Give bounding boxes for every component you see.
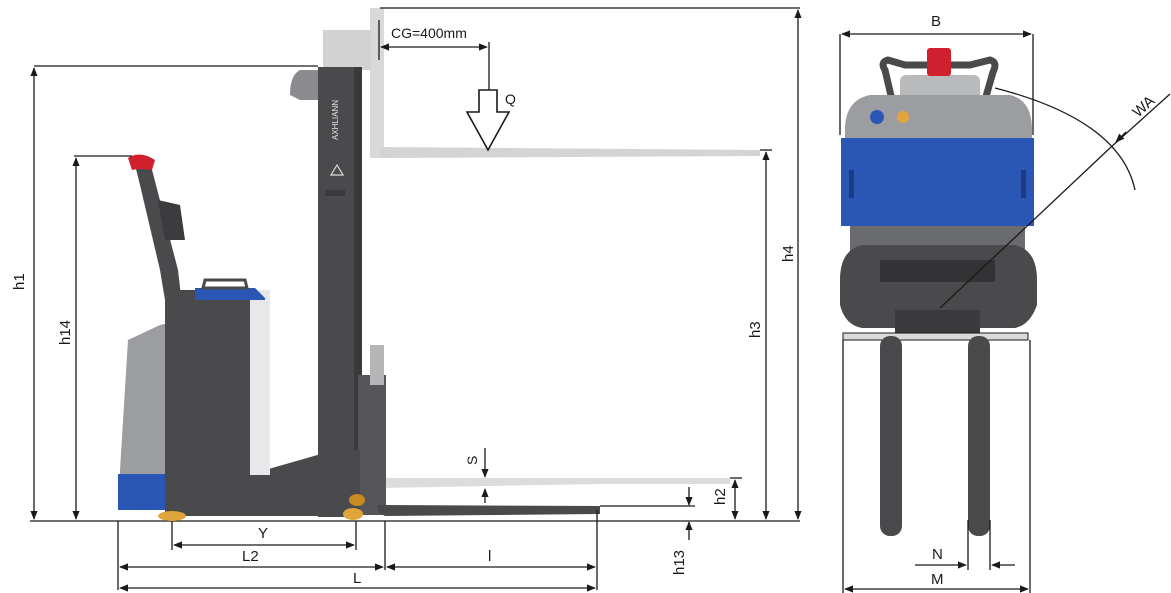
control-panel [845, 95, 1032, 140]
turning-arc [994, 87, 1136, 191]
h3-label: h3 [747, 321, 764, 338]
l-label: L [353, 570, 361, 587]
brand-text: AXHLIANN [331, 100, 340, 140]
h1-label: h1 [11, 273, 28, 290]
n-label: N [932, 546, 943, 563]
fork-right [968, 336, 990, 536]
fork-lowered [378, 505, 600, 516]
load-arrow-icon [465, 89, 511, 152]
h4-label: h4 [780, 245, 797, 262]
tiller-handle [128, 154, 185, 330]
front-body [841, 138, 1034, 226]
h13-label: h13 [671, 550, 688, 575]
h2-label: h2 [712, 488, 729, 505]
chassis [118, 278, 365, 521]
wa-label: WA [1129, 93, 1158, 121]
brand-logo-icon [329, 163, 345, 176]
mast: AXHLIANN [290, 67, 362, 517]
y-label: Y [258, 525, 268, 542]
wa-dimension [1115, 131, 1127, 143]
b-label: B [931, 13, 941, 30]
indicator-icon [897, 111, 909, 123]
front-view: B WA [839, 13, 1171, 593]
h14-label: h14 [57, 320, 74, 345]
fork-ghost-lower [380, 478, 730, 488]
fork-length-label: l [488, 548, 491, 565]
fork-left [880, 336, 902, 536]
fork-carriage [358, 375, 386, 515]
s-label: S [464, 456, 480, 465]
m-label: M [931, 571, 944, 588]
raised-fork-ghost [323, 8, 760, 158]
cg-label: CG=400mm [391, 25, 467, 41]
carriage-top [370, 345, 384, 385]
key-switch-icon [870, 110, 884, 124]
load-label: Q [505, 91, 516, 107]
l2-label: L2 [242, 548, 259, 565]
side-view: AXHLIANN [11, 7, 802, 592]
